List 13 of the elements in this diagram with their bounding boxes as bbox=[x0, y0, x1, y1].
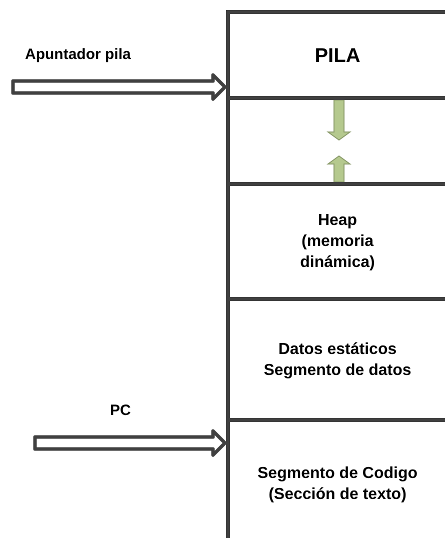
edge-label: Apuntador pila bbox=[25, 46, 131, 63]
memory-segment bbox=[226, 297, 445, 420]
block-arrow bbox=[33, 429, 227, 457]
segment-label: Heap (memoria dinámica) bbox=[299, 211, 376, 273]
edge-label: PC bbox=[110, 402, 131, 419]
memory-segment bbox=[226, 10, 445, 98]
segment-label: PILA bbox=[314, 44, 360, 69]
segment-label: Segmento de Codigo (Sección de texto) bbox=[256, 464, 418, 505]
memory-segment bbox=[226, 418, 445, 538]
free-memory-segment bbox=[226, 96, 445, 184]
block-arrow bbox=[11, 73, 227, 101]
memory-segment bbox=[226, 182, 445, 299]
segment-label: Datos estáticos Segmento de datos bbox=[262, 340, 412, 380]
